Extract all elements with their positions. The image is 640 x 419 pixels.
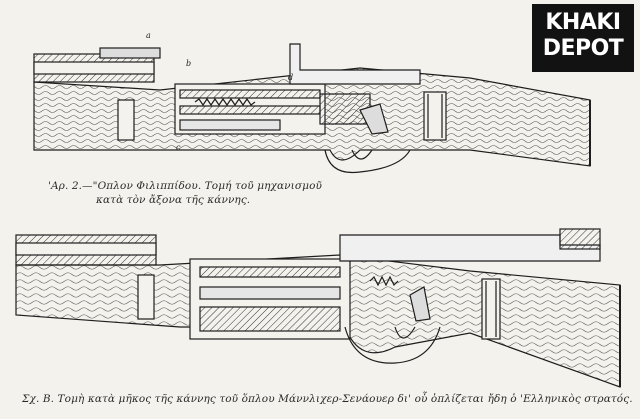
figure-1-caption-line1: 'Αρ. 2.—"Οπλον Φιλιππίδου. Τομή τοῦ μηχα…: [48, 180, 322, 192]
logo-text-line2: DEPOT: [542, 36, 624, 61]
figure-mannlicher-schoenauer-section: Σχ. Β. Τομὴ κατὰ μῆκος τῆς κάννης τοῦ ὅπ…: [0, 215, 640, 405]
rifle-drawing-1: a b d c: [33, 31, 591, 174]
barrel-and-stock-1: [33, 43, 591, 174]
rifle-drawing-2: [15, 228, 621, 388]
trigger-guard: [324, 149, 411, 174]
figure-philippides-rifle-section: a b d c 'Αρ. 2.—"Οπλον Φιλιππίδου. Τομή …: [0, 0, 640, 206]
figure-1-reference-letters: a b d c: [146, 31, 293, 152]
svg-text:b: b: [186, 59, 191, 68]
svg-text:d: d: [288, 73, 293, 82]
figure-1-caption-line2: κατὰ τὸν ἄξονα τῆς κάννης.: [96, 194, 251, 206]
bolt-spring: [194, 97, 256, 107]
figure-2-caption: Σχ. Β. Τομὴ κατὰ μῆκος τῆς κάννης τοῦ ὅπ…: [22, 393, 633, 405]
trigger-guard: [344, 326, 441, 364]
khaki-depot-logo: KHAKI DEPOT: [532, 4, 634, 72]
barrel-and-stock-2: [15, 228, 621, 388]
svg-text:c: c: [176, 143, 181, 152]
firing-pin-spring: [369, 275, 399, 287]
logo-text-line1: KHAKI: [545, 10, 621, 35]
svg-text:a: a: [146, 31, 151, 40]
